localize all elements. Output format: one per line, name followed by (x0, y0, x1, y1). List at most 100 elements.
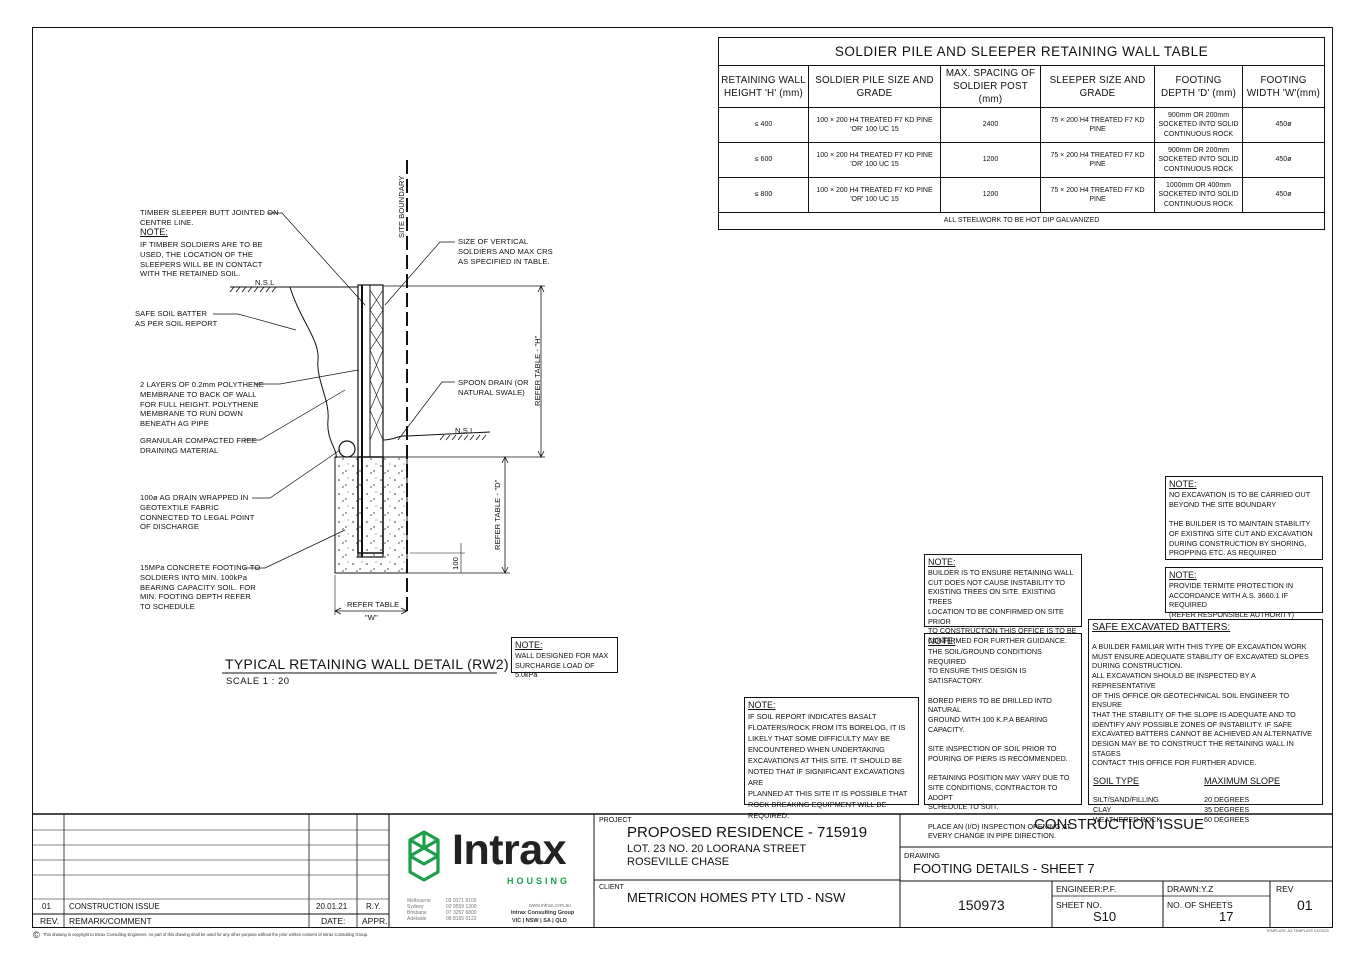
surcharge-note: NOTE: WALL DESIGNED FOR MAX SURCHARGE LO… (511, 637, 618, 679)
detail-scale: SCALE 1 : 20 (226, 676, 290, 687)
note-text: WALL DESIGNED FOR MAX SURCHARGE LOAD OF … (515, 651, 609, 680)
basalt-note: NOTE: IF SOIL REPORT INDICATES BASALT FL… (744, 697, 919, 820)
table-cell: 900mm OR 200mm SOCKETED INTO SOLID CONTI… (1154, 142, 1243, 178)
soil-type-cell: WEATHERED ROCK (1093, 815, 1162, 825)
job-number: 150973 (958, 897, 1005, 913)
remark-header: REMARK/COMMENT (69, 916, 152, 926)
note-heading: NOTE: (748, 700, 776, 710)
office-name: Brisbane (407, 910, 427, 916)
note-line: GROUND WITH 100 K.P.A BEARING (928, 714, 1048, 724)
ag-drain-label: 100ø AG DRAIN WRAPPED IN GEOTEXTILE FABR… (140, 493, 255, 532)
note-line: ROCK BREAKING EQUIPMENT WILL BE REQUIRED… (748, 800, 887, 820)
retaining-wall-table: SOLDIER PILE AND SLEEPER RETAINING WALL … (718, 37, 1325, 230)
termite-note: NOTE: PROVIDE TERMITE PROTECTION IN ACCO… (1165, 567, 1323, 619)
soil-batter-label: SAFE SOIL BATTER AS PER SOIL REPORT (135, 309, 218, 328)
group-states: VIC | NSW | SA | QLD (512, 918, 567, 924)
note-line: THE BUILDER IS TO MAINTAIN STABILITY (1169, 519, 1311, 529)
nsheets-label: NO. OF SHEETS (1167, 900, 1233, 910)
note-line: THE SOIL/GROUND CONDITIONS REQUIRED (928, 647, 1042, 666)
trees-note: NOTE: BUILDER IS TO ENSURE RETAINING WAL… (924, 554, 1082, 645)
w-label: "W" (365, 613, 378, 622)
rev-header: REV. (40, 916, 60, 926)
polythene-label: 2 LAYERS OF 0.2mm POLYTHENE MEMBRANE TO … (140, 380, 264, 429)
table-row: ≤ 800 100 × 200 H4 TREATED F7 KD PINE 'O… (718, 177, 1325, 213)
project-address-1: LOT. 23 NO. 20 LOORANA STREET (627, 843, 807, 855)
soil-type-header: SOIL TYPE (1093, 776, 1140, 787)
note-line: LIKELY THAT SOME DIFFICULTY MAY BE (748, 734, 891, 743)
concrete-footing-label: 15MPa CONCRETE FOOTING TO SOLDIERS INTO … (140, 563, 261, 612)
note-line: ENCOUNTERED WHEN UNDERTAKING (748, 745, 885, 754)
note-line: DURING CONSTRUCTION. (1092, 661, 1183, 671)
office-name: Melbourne (407, 898, 431, 904)
issue-status: CONSTRUCTION ISSUE (1034, 816, 1205, 833)
note-line: CAPACITY. (928, 724, 965, 734)
table-cell: 75 × 200 H4 TREATED F7 KD PINE (1040, 142, 1155, 178)
rev-cell: 01 (42, 902, 51, 911)
note-line: FLOATERS/ROCK FROM ITS BORELOG, IT IS (748, 723, 906, 732)
project-name: PROPOSED RESIDENCE - 715919 (627, 824, 868, 841)
note-line: PROPPING ETC. AS REQUIRED (1169, 548, 1277, 558)
table-cell: 450ø (1242, 177, 1325, 213)
note-line: TO CONSTRUCTION THIS OFFICE IS TO BE (928, 626, 1077, 636)
table-header: SLEEPER SIZE AND GRADE (1040, 65, 1155, 108)
sheet-number: S10 (1093, 909, 1117, 924)
vertical-soldiers-label: SIZE OF VERTICAL SOLDIERS AND MAX CRS AS… (458, 237, 553, 266)
note-line: RETAINING POSITION MAY VARY DUE TO (928, 773, 1070, 783)
detail-title: TYPICAL RETAINING WALL DETAIL (RW2) (225, 656, 509, 672)
soil-type-cell: SILT/SAND/FILLING (1093, 795, 1159, 805)
table-cell: 450ø (1242, 142, 1325, 178)
phones-list: 03 9371 8100 02 9559 1300 07 3257 6800 0… (446, 898, 477, 922)
soil-conditions-note: NOTE: THE SOIL/GROUND CONDITIONS REQUIRE… (924, 633, 1082, 840)
note-heading: SAFE EXCAVATED BATTERS: (1092, 622, 1231, 633)
table-cell: 75 × 200 H4 TREATED F7 KD PINE (1040, 177, 1155, 213)
safe-batters-note: SAFE EXCAVATED BATTERS: A BUILDER FAMILI… (1088, 619, 1323, 824)
table-cell: 100 × 200 H4 TREATED F7 KD PINE 'OR' 100… (808, 177, 941, 213)
note-heading: NOTE: (928, 636, 956, 646)
rev-value: 01 (1297, 897, 1313, 913)
website: www.intrax.com.au (529, 903, 571, 909)
table-cell: 1000mm OR 400mm SOCKETED INTO SOLID CONT… (1154, 177, 1243, 213)
client-label: CLIENT (599, 884, 624, 891)
granular-label: GRANULAR COMPACTED FREE DRAINING MATERIA… (140, 436, 257, 455)
note-line: PLANNED AT THIS SITE IT IS POSSIBLE THAT (748, 789, 908, 798)
group-name: Intrax Consulting Group (511, 910, 575, 916)
note-line: ALL EXCAVATION SHOULD BE INSPECTED BY A … (1092, 671, 1256, 690)
table-header-row: RETAINING WALL HEIGHT 'H' (mm) SOLDIER P… (718, 65, 1325, 108)
date-header: DATE: (321, 916, 346, 926)
intrax-logo-text: Intrax (452, 826, 567, 874)
table-header: FOOTING DEPTH 'D' (mm) (1154, 65, 1243, 108)
note-line: POURING OF PIERS IS RECOMMENDED. (928, 753, 1068, 763)
max-slope-cell: 35 DEGREES (1204, 805, 1250, 815)
table-row: ≤ 400 100 × 200 H4 TREATED F7 KD PINE 'O… (718, 107, 1325, 143)
note-line: MUST ENSURE ADEQUATE STABILITY OF EXCAVA… (1092, 651, 1309, 661)
note-line: TO ENSURE THIS DESIGN IS SATISFACTORY. (928, 666, 1027, 686)
note-line: A BUILDER FAMILIAR WITH THIS TYPE OF EXC… (1092, 642, 1307, 651)
note-line: NOTED THAT IF SIGNIFICANT EXCAVATIONS AR… (748, 767, 905, 787)
note-heading: NOTE: (1169, 570, 1197, 580)
site-boundary-note: NOTE: NO EXCAVATION IS TO BE CARRIED OUT… (1165, 476, 1323, 560)
table-row: ≤ 600 100 × 200 H4 TREATED F7 KD PINE 'O… (718, 142, 1325, 178)
table-header: RETAINING WALL HEIGHT 'H' (mm) (718, 65, 809, 108)
table-cell: 1200 (940, 177, 1041, 213)
nsheets-value: 17 (1219, 909, 1234, 924)
office-phone: 08 8165 0122 (446, 916, 477, 922)
note-line: EXCAVATED BATTERS CANNOT BE ACHIEVED AN … (1092, 729, 1312, 739)
ag-drain-pipe (338, 440, 356, 458)
office-name: Adelaide (407, 916, 427, 922)
note-heading: NOTE: (515, 640, 543, 650)
drawn-by: DRAWN:Y.Z (1167, 884, 1214, 894)
soil-type-cell: CLAY (1093, 805, 1112, 815)
office-phone: 03 9371 8100 (446, 898, 477, 904)
max-slope-cell: 20 DEGREES (1204, 795, 1250, 805)
note-line: OF THIS OFFICE OR GEOTECHNICAL SOIL ENGI… (1092, 690, 1290, 710)
table-footer: ALL STEELWORK TO BE HOT DIP GALVANIZED (718, 212, 1325, 230)
note-line: DURING CONSTRUCTION BY SHORING, (1169, 538, 1307, 548)
note-line: EXISTING TREES ON SITE. EXISTING TREES (928, 587, 1056, 607)
sheet-label: SHEET NO. (1056, 900, 1102, 910)
note-line: BEYOND THE SITE BOUNDARY (1169, 499, 1277, 509)
copyright-text: This drawing is copyright to Intrax Cons… (43, 932, 369, 937)
note-line: (REFER RESPONSIBLE AUTHORITY) (1169, 610, 1295, 620)
note-line: OF EXISTING SITE CUT AND EXCAVATION (1169, 528, 1313, 538)
